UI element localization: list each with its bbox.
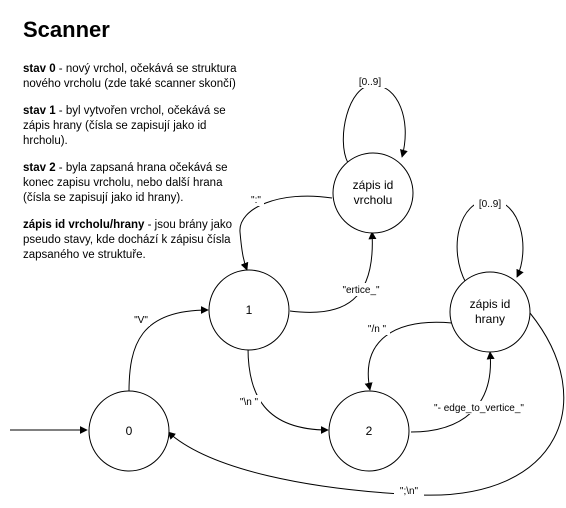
- edge-s2-edge: [410, 351, 495, 433]
- edge-s1-vertex: [289, 231, 377, 313]
- page-title: Scanner: [23, 17, 110, 42]
- edge-label-edge-s0: ";\n": [400, 486, 419, 497]
- note-term: zápis id vrcholu/hrany: [23, 219, 145, 231]
- note-term: stav 0: [23, 63, 56, 75]
- node-label: 1: [246, 303, 253, 317]
- pseudo-state-vertex-id: zápis id vrcholu: [332, 152, 414, 234]
- state-2: 2: [328, 390, 410, 472]
- state-notes: stav 0 - nový vrchol, očekává se struktu…: [23, 62, 238, 275]
- edge-s1-s2: [247, 347, 329, 434]
- edge-label-edge-s2: "/n ": [368, 324, 387, 335]
- edge-edge-loop: [456, 199, 524, 284]
- edge-label-vertex-s1: ":": [251, 195, 261, 206]
- edge-label-s1-s2: "\n ": [240, 397, 259, 408]
- state-0: 0: [88, 390, 170, 472]
- node-label-line2: hrany: [475, 312, 505, 326]
- note-state-0: stav 0 - nový vrchol, očekává se struktu…: [23, 62, 238, 92]
- note-pseudo-states: zápis id vrcholu/hrany - jsou brány jako…: [23, 218, 238, 263]
- note-state-2: stav 2 - byla zapsaná hrana očekává se k…: [23, 161, 238, 206]
- node-label: 0: [126, 424, 133, 438]
- edge-s0-s1: [128, 306, 209, 393]
- note-term: stav 2: [23, 162, 56, 174]
- note-term: stav 1: [23, 105, 56, 117]
- note-text: - byl vytvořen vrchol, očekává se zápis …: [23, 105, 226, 147]
- edge-vertex-loop: [342, 84, 408, 164]
- pseudo-state-edge-id: zápis id hrany: [449, 271, 531, 353]
- edge-label-s1-vertex: "ertice_": [342, 285, 380, 296]
- note-text: - jsou brány jako pseudo stavy, kde doch…: [23, 219, 232, 261]
- note-text: - byla zapsaná hrana očekává se konec za…: [23, 162, 228, 204]
- edge-label-vertex-loop: [0..9]: [359, 77, 381, 88]
- node-label-line2: vrcholu: [354, 193, 393, 207]
- node-label-line1: zápis id: [353, 178, 394, 192]
- edge-vertex-s1: [239, 195, 333, 271]
- node-label-line1: zápis id: [470, 297, 511, 311]
- edge-label-s2-edge: "- edge_to_vertice_": [434, 403, 524, 414]
- edge-edge-s2: [364, 321, 453, 391]
- note-state-1: stav 1 - byl vytvořen vrchol, očekává se…: [23, 104, 238, 149]
- node-label: 2: [366, 424, 373, 438]
- note-text: - nový vrchol, očekává se struktura nové…: [23, 63, 237, 90]
- state-1: 1: [208, 269, 290, 351]
- edge-label-edge-loop: [0..9]: [479, 199, 501, 210]
- edge-label-s0-s1: "V": [134, 315, 148, 326]
